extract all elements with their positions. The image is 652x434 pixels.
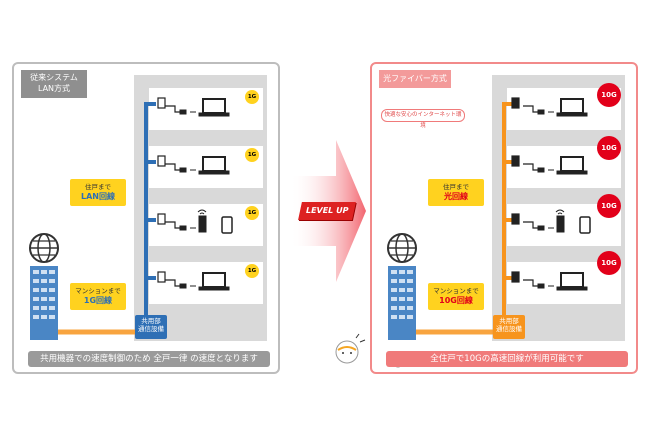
left-equipment-line1: 共用部 <box>141 317 161 325</box>
left-footer: 共用機器での速度制御のため 全戸一律 の速度となります <box>28 351 270 367</box>
left-equipment-line2: 通信設備 <box>138 325 164 333</box>
left-tower-icon <box>30 266 58 340</box>
right-building-label-line1: マンションまで <box>433 287 479 295</box>
right-globe-icon <box>387 233 417 263</box>
right-subtitle: 快適な安心のインターネット環境 <box>381 109 465 129</box>
left-room-label-line1: 住戸まで <box>85 183 111 191</box>
left-globe-icon <box>29 233 59 263</box>
left-devices <box>157 97 233 291</box>
left-room-label: 住戸まで LAN回線 <box>70 179 126 206</box>
left-title-line1: 従来システム <box>30 73 78 82</box>
right-speed-badge: 10G <box>597 136 621 160</box>
right-tower-icon <box>388 266 416 340</box>
right-speed-badge: 10G <box>597 251 621 275</box>
right-title: 光ファイバー方式 <box>379 70 451 88</box>
left-speed-badge: 1G <box>245 148 259 162</box>
right-building-label-line2: 10G回線 <box>439 296 473 305</box>
right-speed-badge: 10G <box>597 83 621 107</box>
left-building-label-line1: マンションまで <box>75 287 121 295</box>
right-equipment-badge: 共用部 通信設備 <box>493 315 525 339</box>
left-title: 従来システム LAN方式 <box>21 70 87 98</box>
left-speed-badge: 1G <box>245 206 259 220</box>
right-speed-badge: 10G <box>597 194 621 218</box>
left-building-label-line2: 1G回線 <box>83 296 113 305</box>
right-equipment-line1: 共用部 <box>499 317 519 325</box>
left-speed-badge: 1G <box>245 264 259 278</box>
level-up-badge: LEVEL UP <box>298 202 356 220</box>
right-room-label-line2: 光回線 <box>444 192 468 201</box>
right-footer: 全住戸で10Gの高速回線が利用可能です <box>386 351 628 367</box>
right-equipment-line2: 通信設備 <box>496 325 522 333</box>
right-room-label: 住戸まで 光回線 <box>428 179 484 206</box>
left-building-label: マンションまで 1G回線 <box>70 283 126 310</box>
left-room-label-line2: LAN回線 <box>81 192 115 201</box>
mascot-icon <box>335 333 366 364</box>
left-equipment-badge: 共用部 通信設備 <box>135 315 167 339</box>
right-room-label-line1: 住戸まで <box>443 183 469 191</box>
left-title-line2: LAN方式 <box>37 84 71 93</box>
right-building-label: マンションまで 10G回線 <box>428 283 484 310</box>
right-devices <box>511 97 591 291</box>
right-title-text: 光ファイバー方式 <box>383 74 447 83</box>
left-floors <box>149 88 263 304</box>
left-speed-badge: 1G <box>245 90 259 104</box>
